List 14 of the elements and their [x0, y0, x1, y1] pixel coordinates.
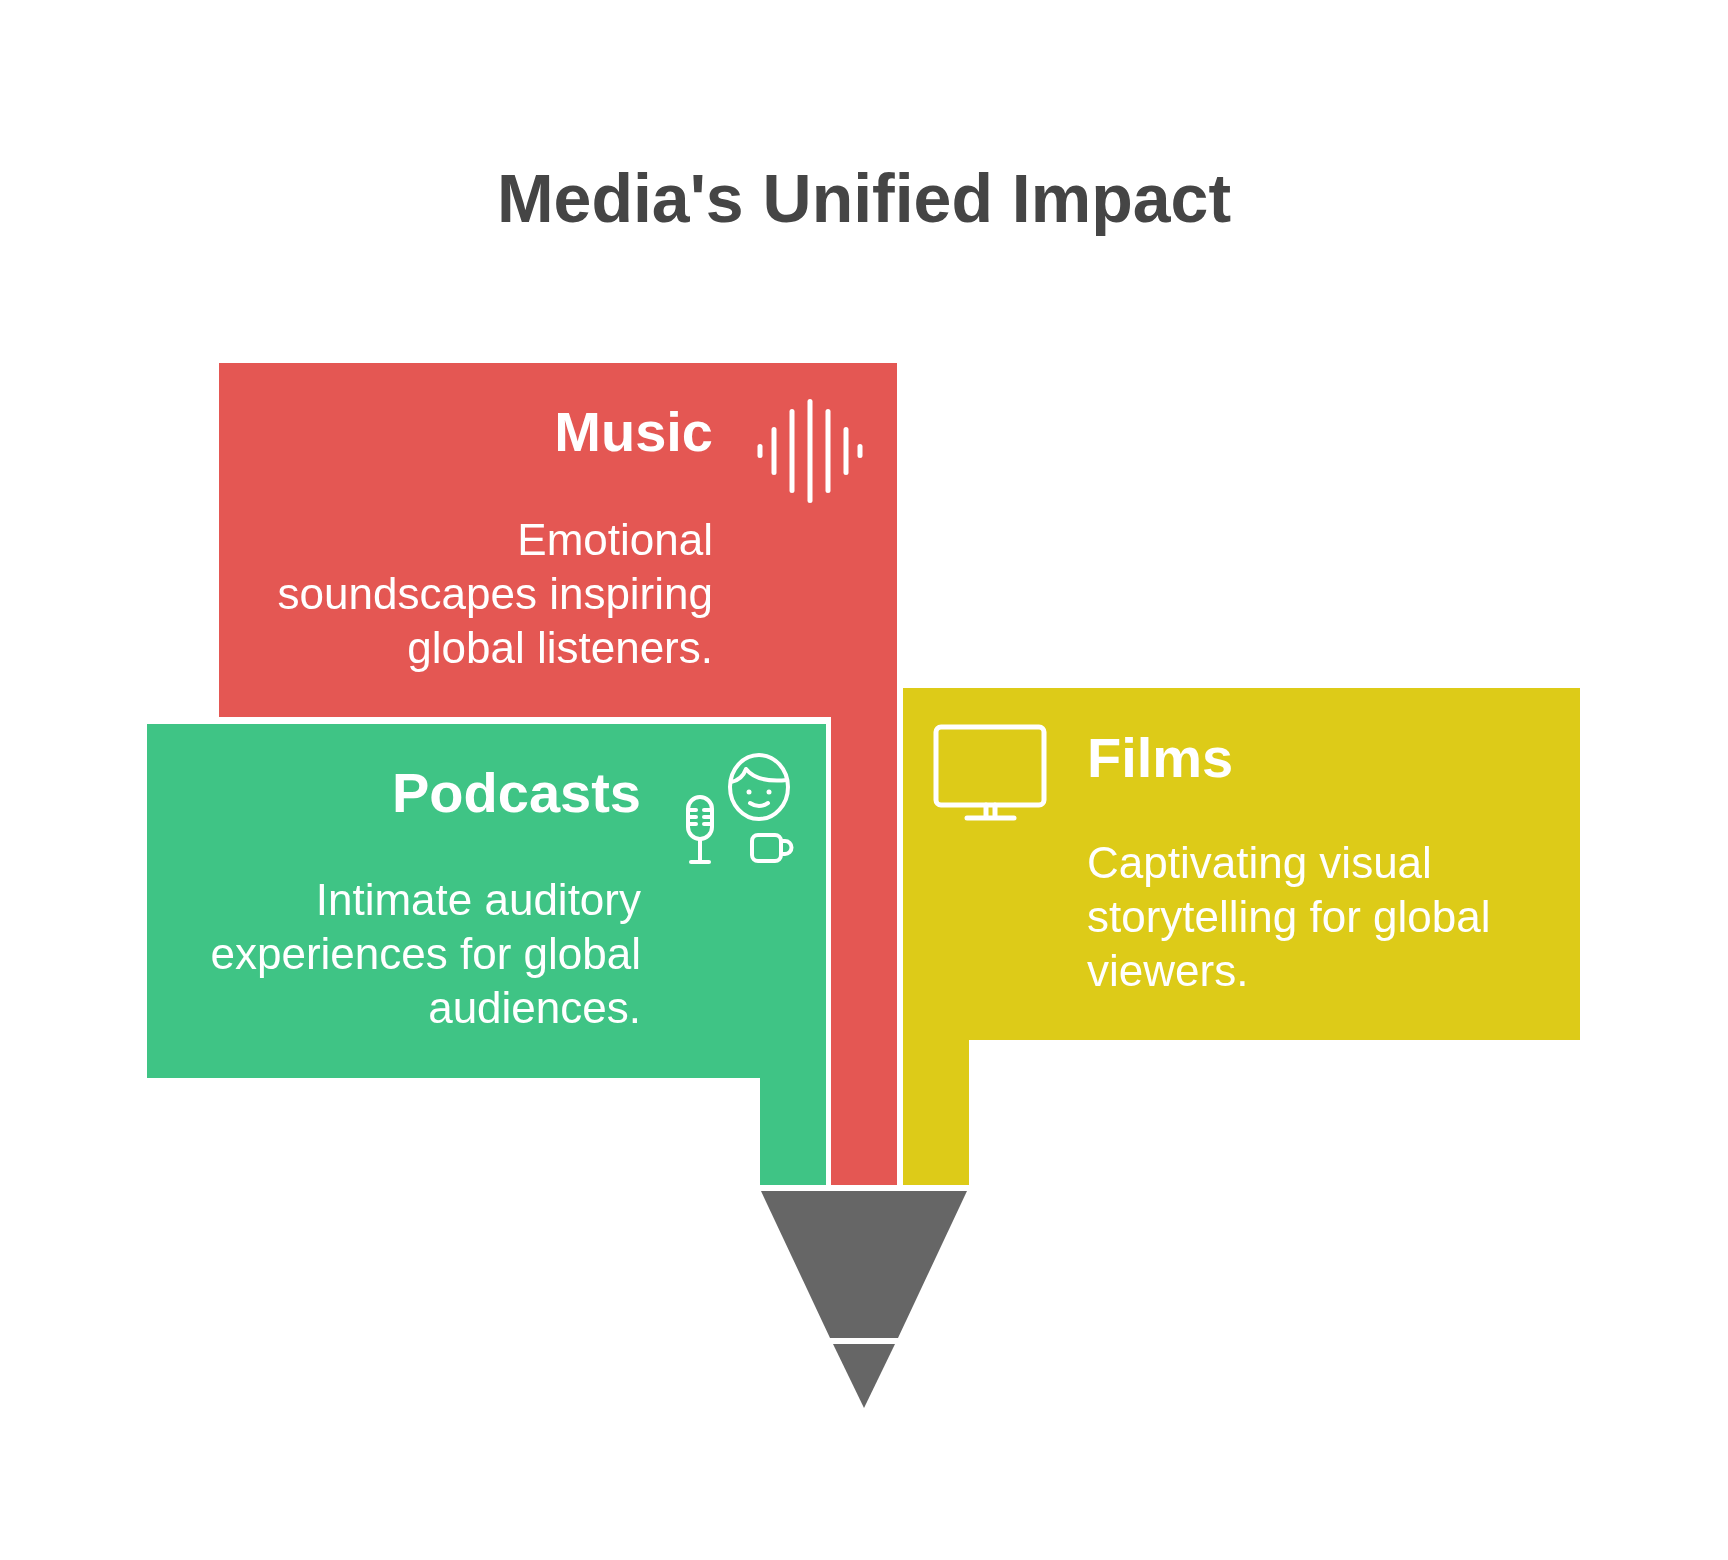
connector-band [903, 1040, 969, 1185]
connector-band [831, 717, 897, 1185]
panel-heading: Films [1087, 725, 1234, 791]
panel-description: Emotional soundscapes inspiring global listeners. [276, 514, 713, 674]
funnel-tip [833, 1344, 895, 1408]
diagram-title: Media's Unified Impact [495, 159, 1233, 238]
panel-heading: Podcasts [392, 760, 641, 826]
colored-panel [903, 688, 1580, 1040]
panel-description: Captivating visual storytelling for global viewers. [1087, 837, 1492, 997]
connector-band [760, 1078, 826, 1185]
panel-description: Intimate auditory experiences for global audiences. [209, 874, 641, 1034]
colored-panel [219, 363, 897, 717]
panel-heading: Music [554, 399, 713, 465]
colored-panel [147, 724, 826, 1078]
